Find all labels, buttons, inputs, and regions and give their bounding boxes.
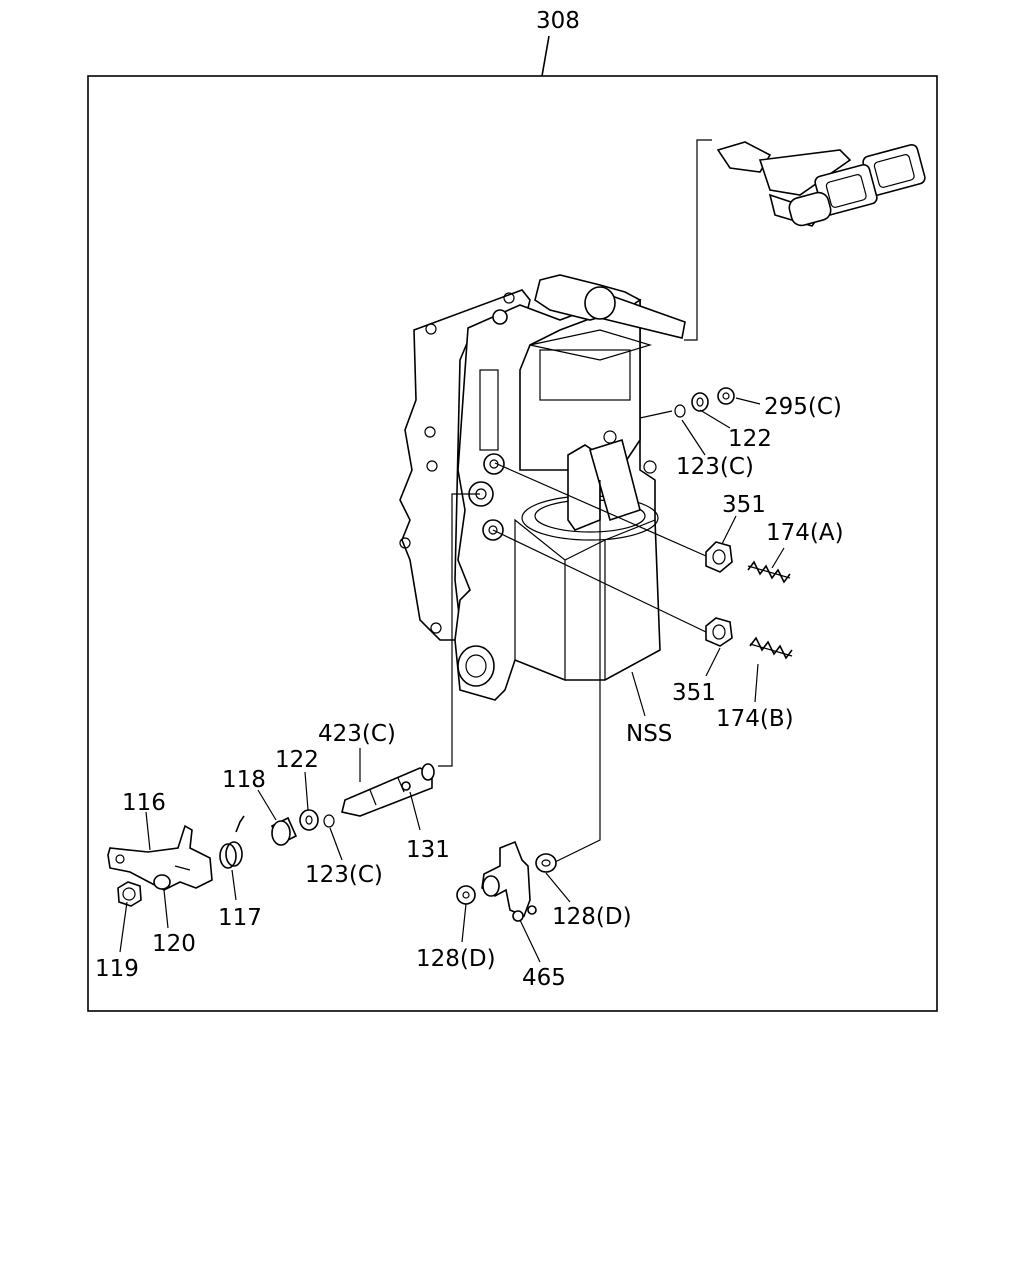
- label-116: 116: [122, 790, 166, 816]
- label-308: 308: [536, 8, 580, 34]
- lever-116: [107, 824, 213, 891]
- label-131: 131: [406, 837, 450, 863]
- part-labels: 308 295(C) 122 123(C) 351 174(A) 351 174…: [95, 8, 844, 991]
- label-123c-upper: 123(C): [676, 454, 754, 480]
- label-119: 119: [95, 956, 139, 982]
- solenoid-body: [454, 274, 686, 701]
- label-174a: 174(A): [766, 520, 844, 546]
- label-nss: NSS: [626, 721, 672, 747]
- wire-harness-connector: [684, 139, 926, 341]
- label-128d-right: 128(D): [552, 904, 632, 930]
- label-123c-lower: 123(C): [305, 862, 383, 888]
- label-120: 120: [152, 931, 196, 957]
- shaft-423c: [341, 763, 435, 817]
- spring-174a: [747, 560, 791, 584]
- label-128d-left: 128(D): [416, 946, 496, 972]
- label-351-upper: 351: [722, 492, 766, 518]
- label-465: 465: [522, 965, 566, 991]
- label-174b: 174(B): [716, 706, 794, 732]
- label-122-lower: 122: [275, 747, 319, 773]
- leader-lines: [119, 397, 785, 963]
- label-295c: 295(C): [764, 394, 842, 420]
- lower-middle-parts: [456, 480, 601, 922]
- spring-117: [219, 815, 245, 869]
- label-122-upper: 122: [728, 426, 772, 452]
- assembly-frame: [87, 75, 938, 1012]
- nut-351-upper: [705, 541, 733, 573]
- assembly-leader: [541, 35, 550, 77]
- lever-465: [481, 840, 537, 922]
- spring-174b: [749, 636, 793, 660]
- lower-left-parts: [107, 493, 480, 907]
- bushing-118: [270, 816, 298, 846]
- label-117: 117: [218, 905, 262, 931]
- label-118: 118: [222, 767, 266, 793]
- label-423c: 423(C): [318, 721, 396, 747]
- label-351-lower: 351: [672, 680, 716, 706]
- nut-351-lower: [705, 617, 733, 647]
